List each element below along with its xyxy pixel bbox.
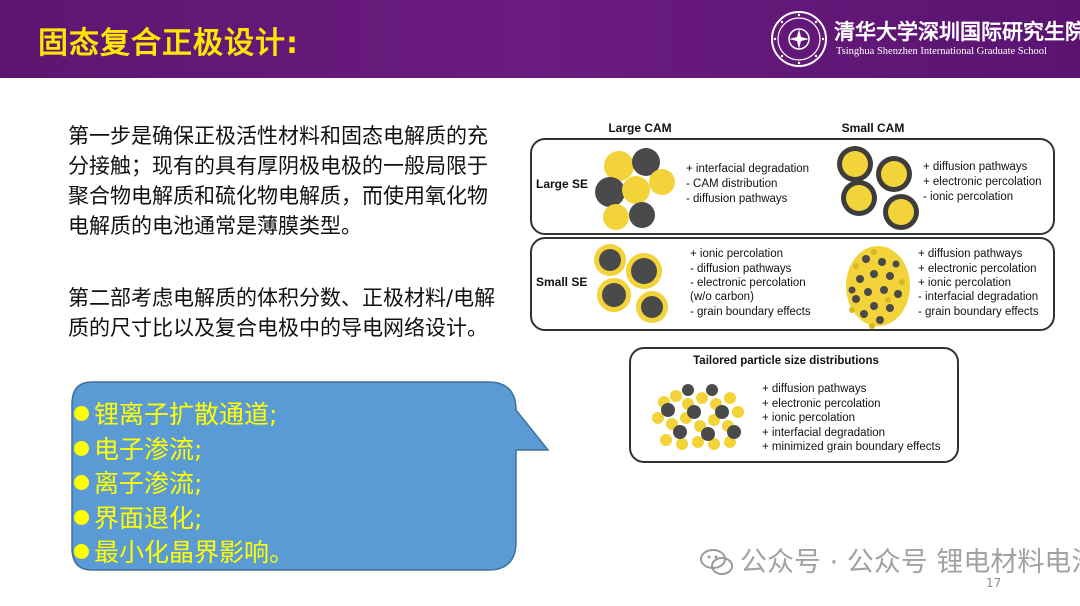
svg-text:+ diffusion pathways: + diffusion pathways xyxy=(918,248,1023,260)
bullet-dot-icon xyxy=(74,509,89,525)
row-label-large-se: Large SE xyxy=(536,177,588,191)
list-item: 电子渗流; xyxy=(74,433,294,468)
university-logo: 清华大学深圳国际研究生院 Tsinghua Shenzhen Internati… xyxy=(770,10,1080,68)
row-label-small-se: Small SE xyxy=(536,275,587,289)
svg-text:+ ionic percolation: + ionic percolation xyxy=(918,277,1011,289)
svg-text:+ electronic percolation: + electronic percolation xyxy=(762,398,881,410)
slide-title: 固态复合正极设计: xyxy=(38,26,299,61)
svg-text:- diffusion pathways: - diffusion pathways xyxy=(686,193,788,205)
svg-text:+ ionic percolation: + ionic percolation xyxy=(690,248,783,260)
callout-list: 锂离子扩散通道; 电子渗流; 离子渗流; 界面退化; 最小化晶界影响。 xyxy=(74,398,294,571)
svg-text:+ ionic percolation: + ionic percolation xyxy=(762,412,855,424)
university-name-cn: 清华大学深圳国际研究生院 xyxy=(834,19,1080,44)
university-name-en: Tsinghua Shenzhen International Graduate… xyxy=(836,46,1047,57)
svg-text:+ interfacial degradation: + interfacial degradation xyxy=(762,427,885,439)
particles-large-large xyxy=(595,148,675,230)
particle-size-figure: Large CAM Small CAM Large SE + interfaci… xyxy=(530,121,1055,463)
svg-text:+ minimized grain boundary eff: + minimized grain boundary effects xyxy=(762,441,941,453)
svg-text:+ electronic percolation: + electronic percolation xyxy=(923,176,1042,188)
particles-large-small xyxy=(594,244,668,323)
tailored-title: Tailored particle size distributions xyxy=(693,355,879,367)
list-item: 最小化晶界影响。 xyxy=(74,536,294,571)
slide-header: 固态复合正极设计: 清华大学深圳国际研究生院 Tsinghua Shenzhen… xyxy=(0,0,1080,78)
svg-text:+ interfacial degradation: + interfacial degradation xyxy=(686,163,809,175)
svg-text:+ diffusion pathways: + diffusion pathways xyxy=(762,383,867,395)
column-header-large-cam: Large CAM xyxy=(608,121,671,135)
svg-text:- diffusion pathways: - diffusion pathways xyxy=(690,263,792,275)
list-item: 离子渗流; xyxy=(74,467,294,502)
svg-text:- grain boundary effects: - grain boundary effects xyxy=(690,306,811,318)
bullet-dot-icon xyxy=(74,475,89,490)
svg-text:- CAM distribution: - CAM distribution xyxy=(686,178,777,190)
row-large-se-panel xyxy=(530,138,1055,235)
svg-text:- grain boundary effects: - grain boundary effects xyxy=(918,306,1039,318)
bullet-dot-icon xyxy=(74,440,89,456)
column-header-small-cam: Small CAM xyxy=(842,121,905,135)
list-item: 锂离子扩散通道; xyxy=(74,398,294,433)
university-seal-icon xyxy=(771,11,827,67)
svg-text:+ electronic percolation: + electronic percolation xyxy=(918,263,1037,275)
svg-text:(w/o carbon): (w/o carbon) xyxy=(690,291,754,303)
particles-small-large xyxy=(837,146,919,230)
svg-text:- ionic percolation: - ionic percolation xyxy=(923,191,1013,203)
body-paragraph-1: 第一步是确保正极活性材料和固态电解质的充分接触；现有的具有厚阴极电极的一般局限于… xyxy=(68,124,488,238)
svg-text:- electronic percolation: - electronic percolation xyxy=(690,277,806,289)
bullet-dot-icon xyxy=(74,544,89,559)
page-number: 17 xyxy=(986,576,1002,590)
svg-text:+ diffusion pathways: + diffusion pathways xyxy=(923,161,1028,173)
wechat-icon xyxy=(700,549,733,575)
particles-small-small xyxy=(846,246,910,329)
list-item: 界面退化; xyxy=(74,502,294,537)
callout-bubble xyxy=(71,381,550,571)
svg-text:- interfacial degradation: - interfacial degradation xyxy=(918,291,1038,303)
watermark-text: 公众号 · 公众号 锂电材料电池 xyxy=(740,547,1080,578)
particles-tailored xyxy=(652,384,744,450)
body-paragraph-2: 第二部考虑电解质的体积分数、正极材料/电解质的尺寸比以及复合电极中的导电网络设计… xyxy=(68,286,496,340)
bullet-dot-icon xyxy=(74,406,89,421)
